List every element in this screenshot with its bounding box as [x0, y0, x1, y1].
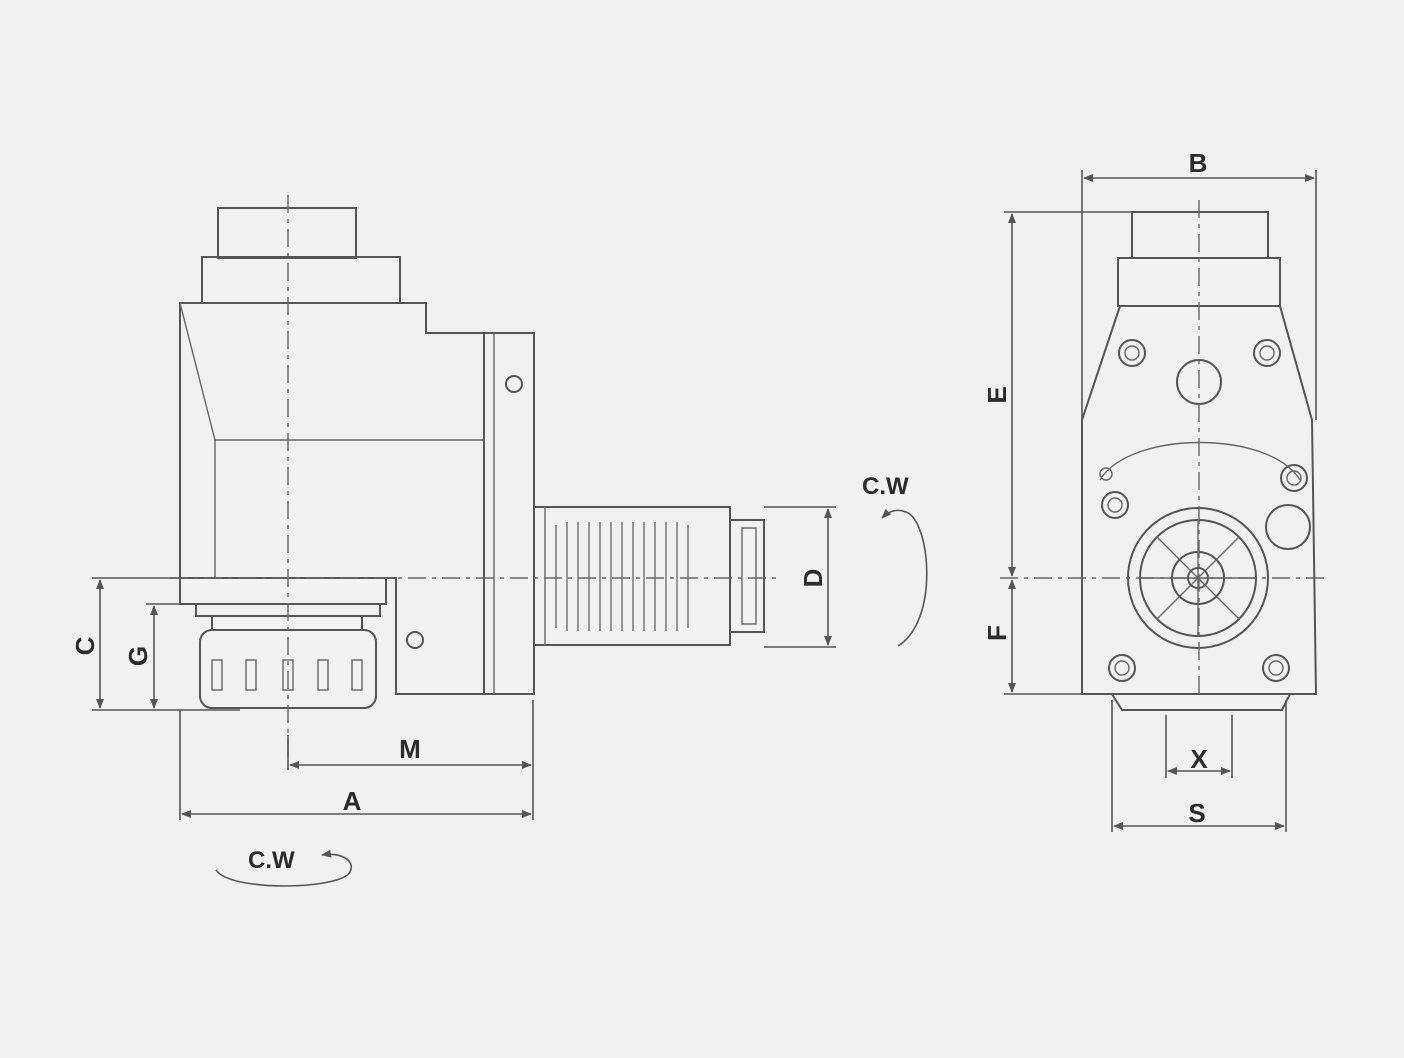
dim-label-f: F: [982, 625, 1012, 641]
dim-label-x: X: [1190, 744, 1208, 774]
front-side-bore: [1265, 504, 1311, 550]
front-bolts: [1099, 339, 1308, 682]
spindle-body: [533, 506, 731, 646]
front-view: B E F X S: [982, 148, 1326, 832]
dim-label-b: B: [1189, 148, 1208, 178]
rotation-label-bottom: C.W: [248, 847, 295, 874]
dim-label-a: A: [343, 786, 362, 816]
side-plate: [483, 332, 535, 695]
dim-label-s: S: [1188, 798, 1205, 828]
top-flange: [201, 256, 401, 304]
front-top-shank: [1131, 211, 1269, 259]
dim-label-c: C: [70, 636, 100, 655]
collet-slots: [211, 659, 363, 691]
rotation-arrow-right: [881, 508, 928, 647]
rotation-label-right: C.W: [862, 473, 909, 500]
spindle-end: [729, 519, 765, 633]
side-bolt-top: [505, 375, 523, 393]
main-housing: [179, 302, 485, 695]
dim-label-e: E: [982, 386, 1012, 403]
rotation-arrow-bottom: [215, 849, 353, 887]
spindle-ribs: [555, 522, 689, 631]
housing-chamfer: [179, 302, 484, 441]
side-bolt-bottom: [406, 631, 424, 649]
dim-label-m: M: [399, 734, 421, 764]
top-shank: [217, 207, 357, 259]
bottom-flange: [179, 577, 387, 605]
front-base: [1110, 693, 1292, 711]
dim-label-g: G: [123, 646, 153, 666]
dim-label-d: D: [798, 569, 828, 588]
side-view: C G M A D C.W C.W: [70, 195, 928, 887]
